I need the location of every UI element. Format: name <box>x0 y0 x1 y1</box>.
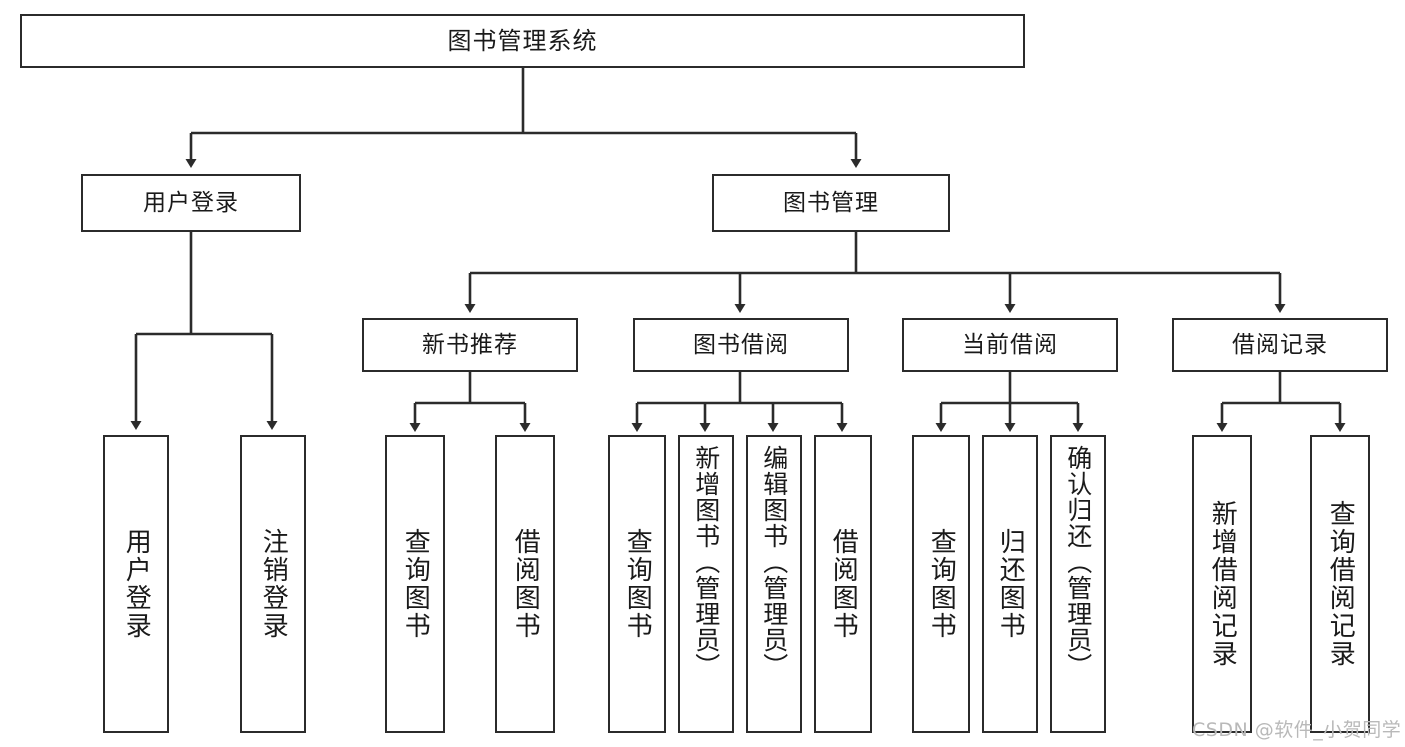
node-leaf-edit-book[interactable]: 编辑图书（管理员） <box>746 435 802 733</box>
node-leaf-query-book-1[interactable]: 查询图书 <box>385 435 445 733</box>
node-leaf-logout-label: 注销登录 <box>258 528 289 640</box>
node-user-login-label: 用户登录 <box>143 189 239 216</box>
node-leaf-logout[interactable]: 注销登录 <box>240 435 306 733</box>
node-book-manage[interactable]: 图书管理 <box>712 174 950 232</box>
node-leaf-borrow-book-2[interactable]: 借阅图书 <box>814 435 872 733</box>
node-leaf-query-record-label: 查询借阅记录 <box>1325 500 1356 668</box>
node-book-borrow[interactable]: 图书借阅 <box>633 318 849 372</box>
csdn-watermark: CSDN @软件_小贺同学 <box>1192 719 1402 741</box>
node-leaf-return-book-label: 归还图书 <box>995 528 1026 640</box>
node-new-book-rec[interactable]: 新书推荐 <box>362 318 578 372</box>
node-leaf-confirm-return-label: 确认归还（管理员） <box>1063 445 1093 679</box>
node-book-borrow-label: 图书借阅 <box>693 331 789 358</box>
node-leaf-borrow-book-1-label: 借阅图书 <box>510 528 541 640</box>
node-leaf-query-book-3[interactable]: 查询图书 <box>912 435 970 733</box>
node-leaf-borrow-book-1[interactable]: 借阅图书 <box>495 435 555 733</box>
node-leaf-query-book-1-label: 查询图书 <box>400 528 431 640</box>
node-user-login[interactable]: 用户登录 <box>81 174 301 232</box>
node-leaf-add-record[interactable]: 新增借阅记录 <box>1192 435 1252 733</box>
node-leaf-confirm-return[interactable]: 确认归还（管理员） <box>1050 435 1106 733</box>
node-leaf-add-book-label: 新增图书（管理员） <box>691 445 721 679</box>
node-leaf-add-record-label: 新增借阅记录 <box>1207 500 1238 668</box>
node-leaf-user-login[interactable]: 用户登录 <box>103 435 169 733</box>
node-leaf-edit-book-label: 编辑图书（管理员） <box>759 445 789 679</box>
node-current-borrow-label: 当前借阅 <box>962 331 1058 358</box>
node-leaf-query-book-2-label: 查询图书 <box>622 528 653 640</box>
node-leaf-add-book[interactable]: 新增图书（管理员） <box>678 435 734 733</box>
node-leaf-borrow-book-2-label: 借阅图书 <box>828 528 859 640</box>
node-leaf-user-login-label: 用户登录 <box>121 528 152 640</box>
node-root-label: 图书管理系统 <box>447 27 598 55</box>
node-current-borrow[interactable]: 当前借阅 <box>902 318 1118 372</box>
node-leaf-query-book-2[interactable]: 查询图书 <box>608 435 666 733</box>
node-borrow-record-label: 借阅记录 <box>1232 331 1328 358</box>
node-book-manage-label: 图书管理 <box>783 189 879 216</box>
node-leaf-query-record[interactable]: 查询借阅记录 <box>1310 435 1370 733</box>
node-borrow-record[interactable]: 借阅记录 <box>1172 318 1388 372</box>
node-leaf-query-book-3-label: 查询图书 <box>926 528 957 640</box>
node-root[interactable]: 图书管理系统 <box>20 14 1025 68</box>
node-leaf-return-book[interactable]: 归还图书 <box>982 435 1038 733</box>
node-new-book-rec-label: 新书推荐 <box>422 331 518 358</box>
